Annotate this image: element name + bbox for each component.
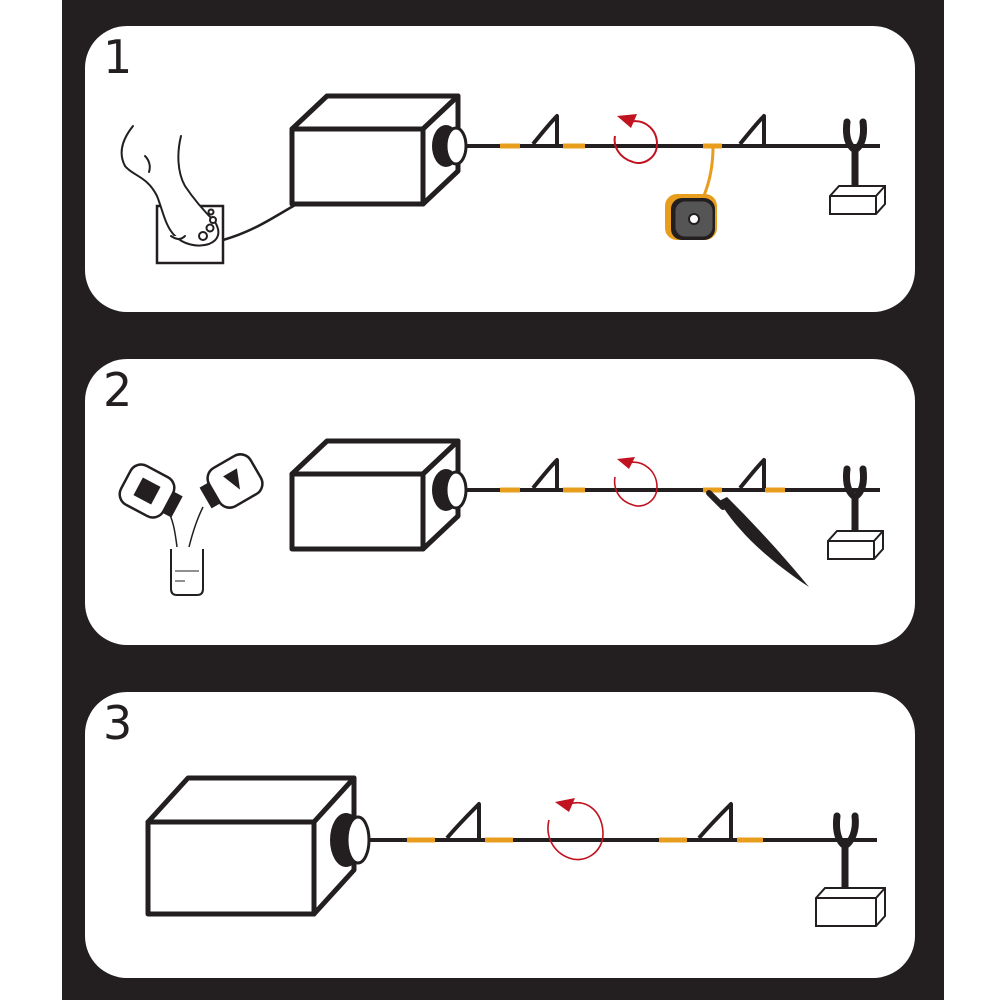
step-number: 3 [103,696,133,750]
rotation-arrow-icon [613,114,659,164]
support-fork-icon [827,465,884,560]
rotation-arrow-icon [547,798,604,861]
resin-bottle-b-icon [118,463,183,519]
step-3-panel: 3 [85,692,915,978]
support-fork-icon [815,812,886,927]
mixing-beaker-icon [170,549,204,596]
shaft-icon [369,802,877,843]
shaft-coupling [432,125,468,167]
step-2-panel: 2 [85,359,915,645]
support-fork-icon [829,118,886,215]
shaft-icon [466,458,880,493]
shaft-coupling [432,469,468,511]
shaft-coupling [330,813,371,867]
pedal-cable [222,202,298,242]
step-2-illustration [118,438,884,596]
tape-roll-icon [665,194,717,240]
tape-strip [701,146,715,199]
brush-icon [704,490,809,587]
shaft-icon [466,114,880,149]
step-1-panel: 1 [85,26,915,312]
step-number: 1 [103,30,133,84]
rotation-arrow-icon [613,457,658,507]
step-number: 2 [103,363,133,417]
step-1-illustration [120,93,886,265]
foot-icon [120,125,220,247]
resin-bottle-a-icon [199,453,264,509]
step-3-illustration [145,775,886,927]
pour-stream-b [166,508,178,548]
pour-stream-a [188,506,204,548]
motor-box-icon [145,775,357,917]
